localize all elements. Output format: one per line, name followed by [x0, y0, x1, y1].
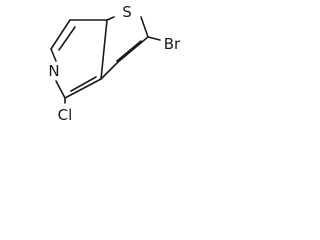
bond-n5-c4: [55, 80, 66, 99]
bond-c6-n5: [50, 48, 57, 62]
atom-label-sulfur: S: [122, 3, 132, 21]
bond-c7-c6: [50, 19, 71, 50]
atom-label-nitrogen: N: [48, 62, 59, 80]
atom-label-chlorine: Cl: [58, 106, 73, 124]
atom-label-bromine: Br: [164, 35, 181, 53]
bond-c2-c3: [117, 36, 149, 63]
bond-s1-c2: [140, 16, 149, 38]
bond-c7-c6-double: [58, 26, 76, 51]
molecule-structure: S Br N Cl: [48, 3, 181, 124]
bond-c3a-c7a: [100, 19, 108, 80]
bond-c7a-s1: [106, 16, 115, 21]
bond-c2-c3-double: [116, 40, 142, 62]
bond-c4-c3a-double: [70, 76, 97, 92]
bond-c2-br: [147, 36, 161, 41]
bond-c3-c3a: [100, 61, 119, 80]
bond-c4-c3a: [64, 78, 102, 99]
